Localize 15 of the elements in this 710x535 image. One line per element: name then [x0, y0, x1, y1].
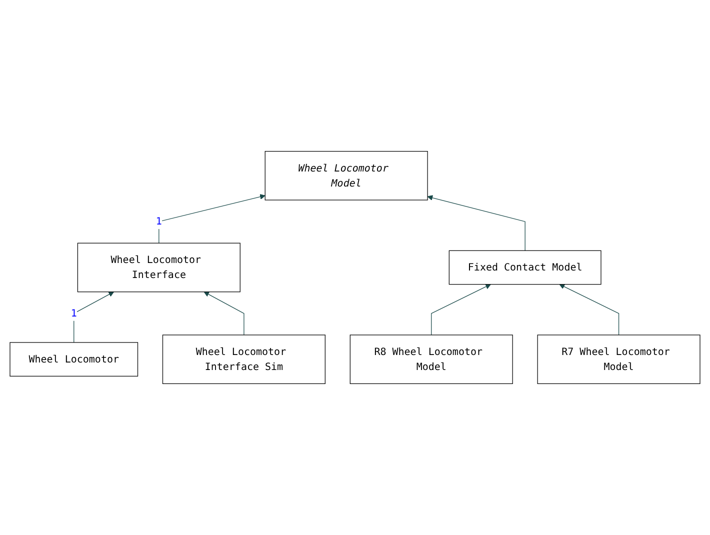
- node-box: Fixed Contact Model: [448, 250, 602, 285]
- node-box: Wheel Locomotor Interface: [77, 242, 240, 292]
- arrow: [204, 292, 244, 336]
- arrow: [427, 195, 526, 251]
- arrow: [559, 284, 620, 336]
- edge-label: 1: [156, 215, 162, 228]
- node-box: R8 Wheel Locomotor Model: [350, 334, 513, 384]
- node-box: Wheel Locomotor Interface Sim: [162, 334, 326, 384]
- arrow: [431, 284, 491, 336]
- edge-label: 1: [70, 307, 77, 320]
- arrow: [158, 194, 266, 244]
- node-box: Wheel Locomotor Model: [264, 150, 428, 200]
- node-box: R7 Wheel Locomotor Model: [537, 334, 700, 384]
- node-box: Wheel Locomotor: [10, 342, 138, 377]
- arrow: [74, 292, 114, 343]
